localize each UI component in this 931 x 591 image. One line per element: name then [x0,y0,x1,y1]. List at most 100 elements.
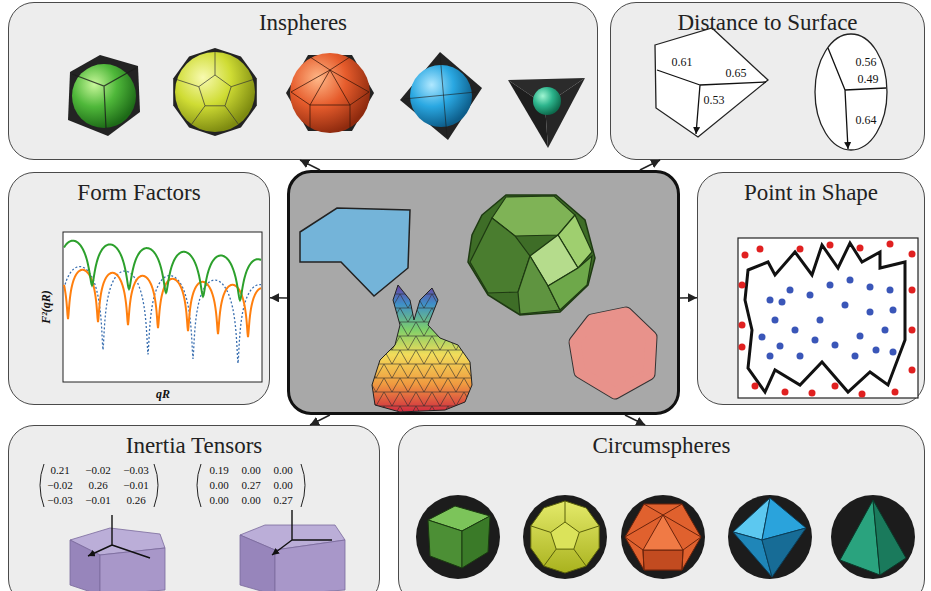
insphere-cube [68,55,140,136]
arrow-connector [270,297,287,299]
distance-ellipse [815,34,887,150]
arrow-connector [300,160,320,170]
point-in-shape-plot [759,334,766,341]
circumsphere-icosahedron [643,550,683,570]
point-in-shape-plot [857,333,864,340]
point-in-shape-plot [739,241,916,398]
form-factor-plot [63,232,262,382]
form-factor-plot [63,232,262,382]
matrix-cell: 0.00 [241,465,260,476]
circumsphere-tetrahedron [831,495,915,579]
circumsphere-cube [416,495,500,579]
point-in-shape-plot [777,343,784,350]
point-in-shape-plot [847,277,854,284]
distance-pentagon [655,28,768,137]
distance-value: 0.53 [704,94,725,106]
distance-value: 0.64 [856,114,877,126]
inertia-prism [70,515,165,591]
point-in-shape-plot [767,297,774,304]
point-in-shape-plot [890,307,897,314]
point-in-shape-plot [812,337,819,344]
circumsphere-dodecahedron [531,501,599,573]
panel-title: Inertia Tensors [126,433,263,459]
point-in-shape-plot [827,282,834,289]
point-in-shape-plot [742,252,749,259]
point-in-shape-plot [739,322,746,329]
distance-value: 0.65 [726,67,747,79]
matrix-cell: 0.27 [273,495,292,506]
insphere-cube [72,68,136,128]
point-in-shape-plot [857,245,864,252]
insphere-icosahedron [290,53,370,133]
circumsphere-octahedron [728,495,812,579]
point-in-shape-plot [817,317,824,324]
panel-title: Inspheres [259,10,347,36]
insphere-icosahedron [291,57,369,128]
circumsphere-tetrahedron [831,495,915,579]
point-in-shape-plot [757,246,764,253]
circumsphere-icosahedron [625,504,701,570]
matrix-cell: −0.02 [47,480,72,491]
circumsphere-icosahedron [643,515,683,550]
axis-label: qR [156,388,170,400]
circumsphere-dodecahedron [551,522,580,549]
point-in-shape-plot [807,292,814,299]
circumsphere-icosahedron [625,504,701,570]
point-in-shape-plot [882,327,889,334]
insphere-icosahedron [286,53,374,133]
arrow-connector [625,415,645,425]
circumsphere-octahedron [728,495,812,579]
circumsphere-dodecahedron [523,495,607,579]
point-in-shape-plot [739,282,746,289]
insphere-cube [72,64,136,128]
insphere-tetrahedron [508,78,585,148]
point-in-shape-plot [887,287,894,294]
matrix-cell: 0.19 [209,465,228,476]
circumsphere-icosahedron [621,495,705,579]
point-in-shape-plot [772,317,779,324]
arrow-connector [640,160,660,170]
matrix-cell: −0.03 [123,465,148,476]
bunny-mesh [365,280,480,415]
point-in-shape-plot [890,349,897,356]
rounded-polygon [575,313,651,393]
panel-title: Point in Shape [744,180,878,206]
point-in-shape-plot [739,344,746,351]
matrix-cell: 0.27 [241,480,260,491]
panel-title: Circumspheres [593,433,731,459]
point-in-shape-plot [797,246,804,253]
point-in-shape-plot [859,391,866,398]
point-in-shape-plot [745,243,905,392]
matrix-cell: 0.00 [209,495,228,506]
matrix-cell: −0.01 [85,495,110,506]
inertia-prism [275,540,345,591]
point-in-shape-plot [887,241,894,248]
point-in-shape-plot [909,327,916,334]
circumsphere-octahedron [762,528,806,577]
panel-title: Form Factors [77,180,200,206]
point-in-shape-plot [909,367,916,374]
matrix-cell: −0.02 [85,465,110,476]
point-in-shape-plot [842,302,849,309]
distance-ellipse [828,48,886,149]
rounded-polygon [575,313,651,393]
matrix-cell: 0.00 [209,480,228,491]
inertia-prism [100,548,165,591]
insphere-tetrahedron [533,87,561,115]
distance-ellipse [815,34,887,150]
point-in-shape-plot [738,238,918,398]
insphere-octahedron [410,65,472,127]
distance-pentagon [657,70,766,134]
axis-label: F²(qR) [40,290,52,324]
inertia-prism [272,510,332,555]
distance-pentagon [655,28,768,137]
matrix-cell: 0.00 [241,495,260,506]
circumsphere-icosahedron [621,495,705,579]
point-in-shape-plot [909,287,916,294]
matrix-cell: 0.26 [126,495,145,506]
point-in-shape-plot [827,242,834,249]
truncated-octahedron [468,195,595,315]
circumsphere-cube [416,495,500,579]
